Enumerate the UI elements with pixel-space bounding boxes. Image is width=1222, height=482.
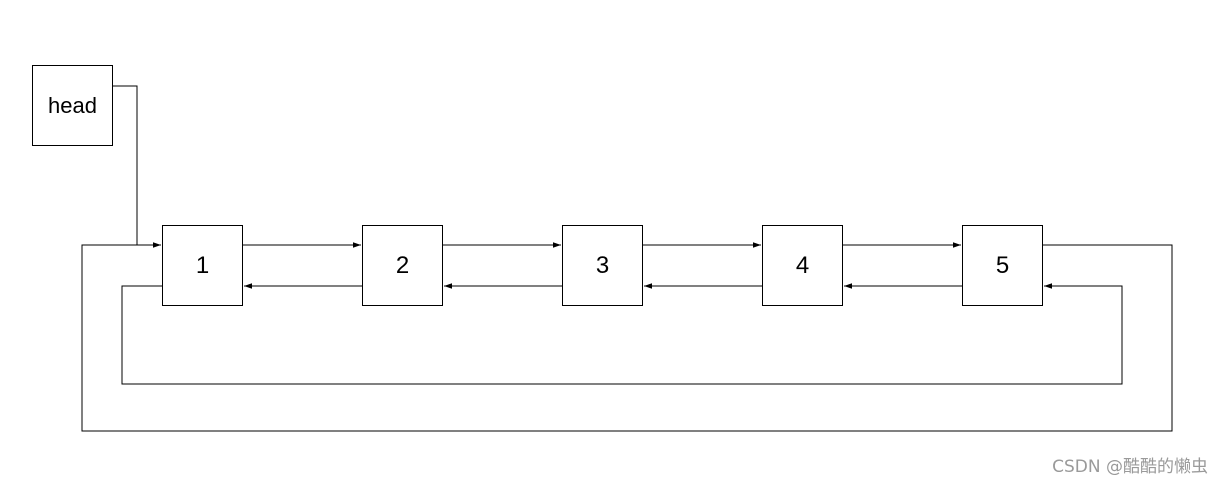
node-label: 3 bbox=[595, 251, 610, 279]
node-label: 4 bbox=[795, 251, 810, 279]
wrap-prev-arrow-1-5 bbox=[121, 283, 1123, 385]
head-pointer-line bbox=[113, 85, 138, 245]
list-node-3: 3 bbox=[562, 225, 643, 306]
head-label: head bbox=[48, 92, 97, 118]
node-label: 1 bbox=[195, 251, 210, 279]
list-node-4: 4 bbox=[762, 225, 843, 306]
watermark: CSDN @酷酷的懒虫 bbox=[1052, 457, 1208, 477]
wrap-next-arrow-5-1 bbox=[81, 242, 1173, 432]
list-node-5: 5 bbox=[962, 225, 1043, 306]
node-label: 5 bbox=[995, 251, 1010, 279]
list-node-2: 2 bbox=[362, 225, 443, 306]
node-label: 2 bbox=[395, 251, 410, 279]
head-pointer-box: head bbox=[32, 65, 113, 146]
list-node-1: 1 bbox=[162, 225, 243, 306]
